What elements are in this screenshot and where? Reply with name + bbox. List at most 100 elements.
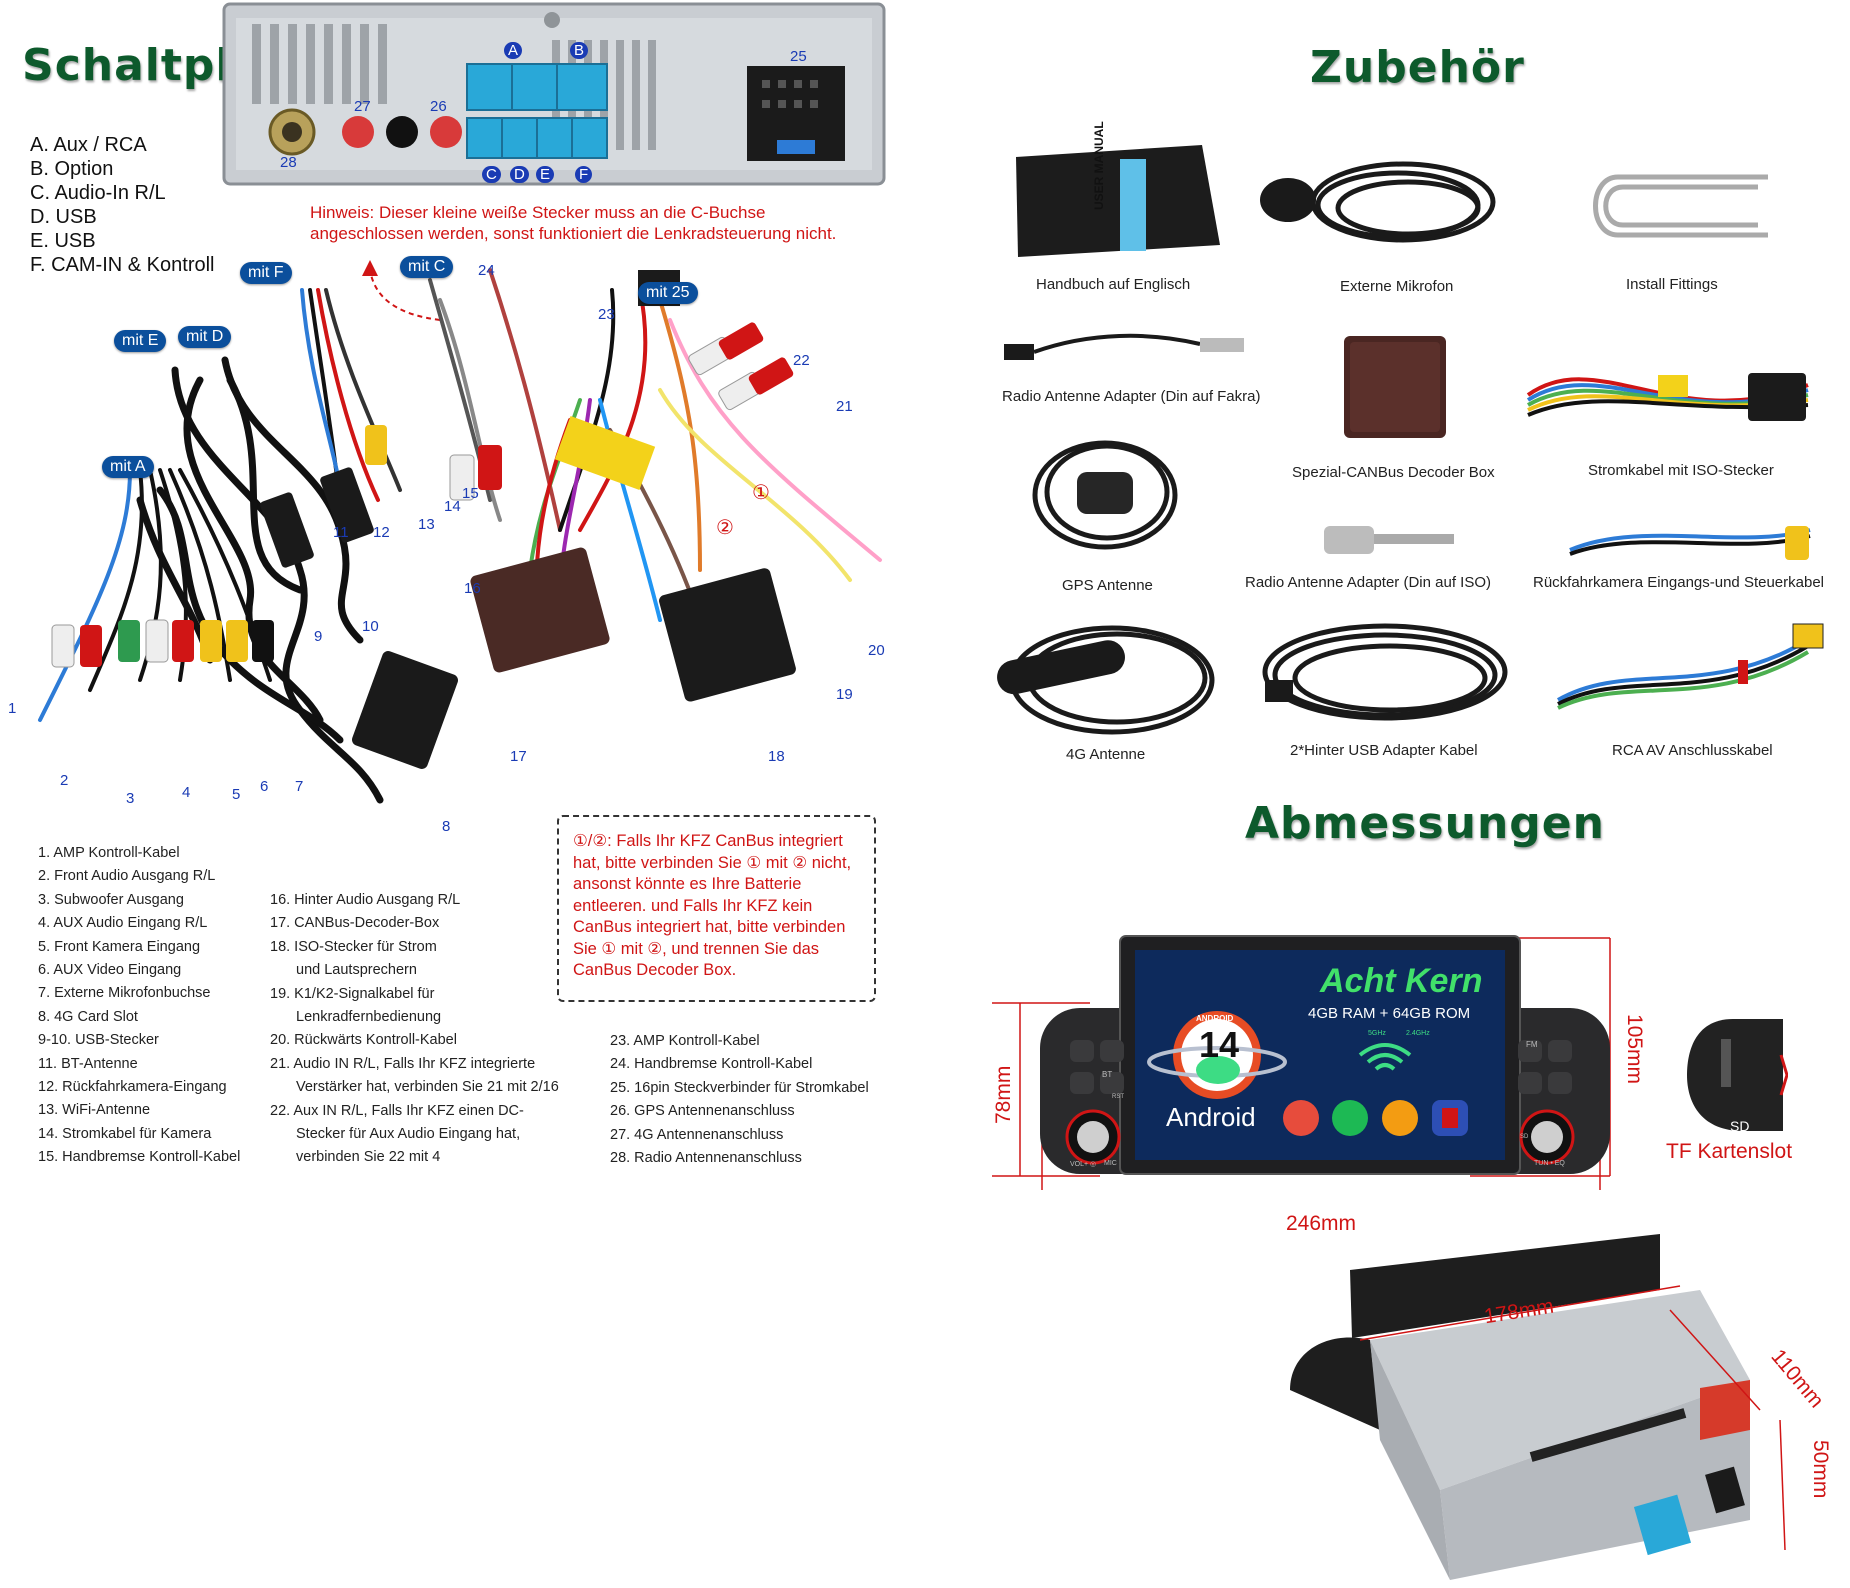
diagram-number: 6 [260,778,269,795]
legend-item: 7. Externe Mikrofonbuchse [38,985,211,1002]
device-wifi-5g: 5GHz [1368,1030,1386,1037]
panel-label-d: D [510,166,529,183]
diagram-number: 11 [333,524,349,541]
dimension-height-right: 105mm [1623,1014,1646,1085]
legend-column-3: 23. AMP Kontroll-Kabel 24. Handbremse Ko… [610,1030,869,1170]
manual-cover-text: USER MANUAL [1092,121,1106,210]
lte-antenna-image [997,625,1215,735]
rca-cable-image [1557,623,1824,710]
android-version: 14 [1199,1024,1240,1065]
panel-label-b: B [570,42,589,59]
label-camera-cable: Rückfahrkamera Eingangs-und Steuerkabel [1533,574,1824,591]
device-button-label: BT [1102,1070,1113,1079]
legend-item: 11. BT-Antenne [38,1055,138,1072]
legend-item: 14. Stromkabel für Kamera [38,1125,212,1142]
diagram-number: 21 [836,398,853,415]
microphone-image [1260,161,1496,243]
zubehoer-title: Zubehör [1310,42,1525,93]
panel-label-25: 25 [790,48,807,65]
legend-item: 25. 16pin Steckverbinder für Stromkabel [610,1079,869,1096]
device-button-label: SD [1520,1134,1529,1140]
legend-item: Stecker für Aux Audio Eingang hat, [296,1126,521,1143]
device-button-label: TUN • EQ [1534,1160,1565,1167]
fakra-adapter-image [1004,333,1244,360]
legend-item: 22. Aux IN R/L, Falls Ihr KFZ einen DC- [270,1102,524,1119]
legend-item: 26. GPS Antennenanschluss [610,1103,795,1120]
diagram-number: 17 [510,748,527,765]
diagram-number: 3 [126,790,135,807]
connector-item: B. Option [30,158,114,180]
dimension-height-left: 78mm [992,1065,1015,1124]
device-headline: Acht Kern [1320,962,1483,1000]
tf-slot-image [1687,1019,1788,1131]
panel-label-28: 28 [280,154,297,171]
legend-column-2: 16. Hinter Audio Ausgang R/L 17. CANBus-… [270,889,559,1170]
badge-mit-a: mit A [102,456,154,478]
panel-label-a: A [504,42,523,59]
label-gps-antenna: GPS Antenne [1062,577,1153,594]
legend-item: 3. Subwoofer Ausgang [38,891,184,908]
callout-line: entleeren. und Falls Ihr KFZ kein [573,896,813,915]
camera-cable-image [1569,526,1811,560]
legend-item: 18. ISO-Stecker für Strom [270,938,437,955]
canbus-callout-box [557,815,876,1002]
panel-label-27: 27 [354,98,371,115]
legend-item: 16. Hinter Audio Ausgang R/L [270,892,461,908]
legend-item: 20. Rückwärts Kontroll-Kabel [270,1032,457,1049]
wiring-hint-line: angeschlossen werden, sonst funktioniert… [310,224,837,243]
diagram-number: ① [752,482,770,504]
legend-item: 19. K1/K2-Signalkabel für [270,985,435,1002]
tf-slot-label: TF Kartenslot [1666,1140,1793,1163]
legend-column-1: 1. AMP Kontroll-Kabel 2. Front Audio Aus… [38,842,240,1170]
legend-item: 4. AUX Audio Eingang R/L [38,915,208,932]
diagram-number: 18 [768,748,785,765]
label-canbus-box: Spezial-CANBus Decoder Box [1292,464,1495,481]
legend-item: 24. Handbremse Kontroll-Kabel [610,1056,813,1073]
label-microphone: Externe Mikrofon [1340,278,1454,295]
badge-mit-d: mit D [178,326,232,348]
iso-adapter-image [1324,526,1454,554]
device-wifi-24g: 2.4GHz [1406,1030,1430,1037]
manual-image [1016,145,1220,257]
diagram-number: 23 [598,306,615,323]
wiring-hint: Hinweis: Dieser kleine weiße Stecker mus… [310,202,930,244]
label-lte-antenna: 4G Antenne [1066,746,1146,763]
legend-item: verbinden Sie 22 mit 4 [296,1149,441,1166]
connector-item: A. Aux / RCA [30,134,147,156]
diagram-number: 12 [373,524,390,541]
badge-mit-c: mit C [400,256,454,278]
tf-slot-sd-label: SD [1730,1118,1750,1134]
wiring-hint-line: Hinweis: Dieser kleine weiße Stecker mus… [310,203,766,222]
panel-label-f: F [575,166,593,183]
diagram-number: 1 [8,700,17,717]
panel-label-c: C [482,166,501,183]
install-fittings-image [1593,174,1768,238]
device-button-label: FM [1526,1040,1538,1049]
legend-item: 23. AMP Kontroll-Kabel [610,1033,760,1049]
abmessungen-title: Abmessungen [1245,798,1605,849]
connector-item: C. Audio-In R/L [30,182,166,204]
android-ring-text: ANDROID [1196,1014,1234,1023]
badge-mit-f: mit F [240,262,292,284]
diagram-number: 15 [462,485,479,502]
device-memory: 4GB RAM + 64GB ROM [1308,1005,1471,1022]
connector-list: A. Aux / RCA B. Option C. Audio-In R/L D… [30,133,214,277]
power-cable-image [1526,373,1809,421]
callout-line: CanBus Decoder Box. [573,961,737,979]
legend-item: 21. Audio IN R/L, Falls Ihr KFZ integrie… [270,1055,536,1072]
wiring-harness-illustration [38,260,882,804]
label-usb-cable: 2*Hinter USB Adapter Kabel [1290,742,1478,759]
legend-item: 6. AUX Video Eingang [38,962,182,979]
panel-label-e: E [536,166,555,183]
diagram-number: 4 [182,784,191,801]
device-front-illustration [992,935,1611,1190]
label-fakra-adapter: Radio Antenne Adapter (Din auf Fakra) [1002,388,1261,405]
legend-item: 27. 4G Antennenanschluss [610,1126,784,1143]
legend-item: und Lautsprechern [296,962,417,979]
canbus-box-image [1344,336,1446,438]
connector-item: E. USB [30,230,96,252]
legend-item: 17. CANBus-Decoder-Box [270,915,440,932]
diagram-number: 16 [464,580,481,597]
device-button-label: RST [1112,1094,1124,1100]
diagram-number: 9 [314,628,323,645]
